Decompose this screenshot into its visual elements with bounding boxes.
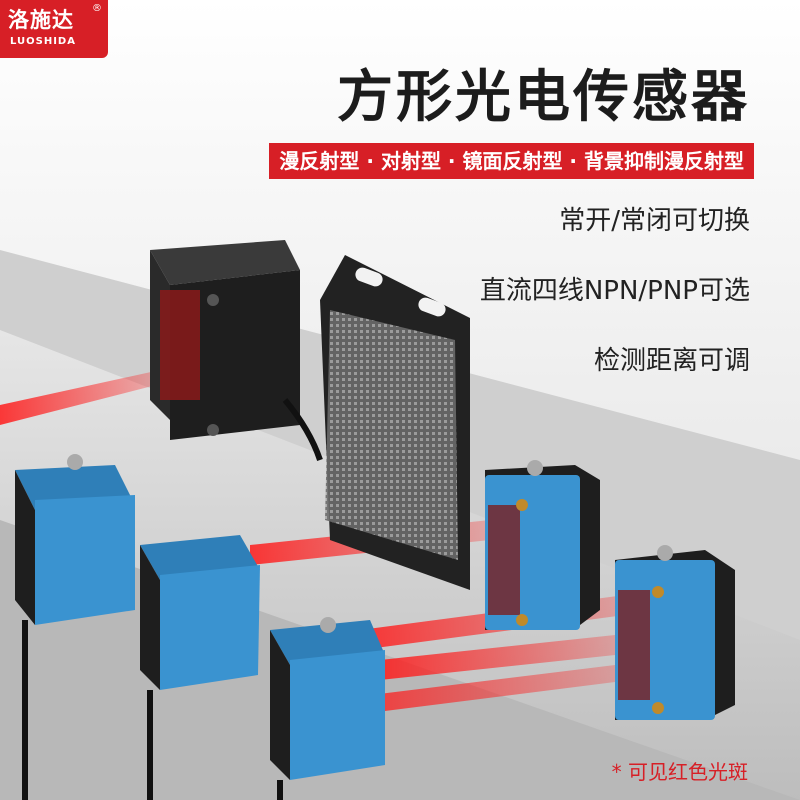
brand-name-cn: 洛施达 — [8, 8, 74, 32]
brand-name-en: LUOSHIDA — [10, 36, 76, 47]
visible-red-spot-note: * 可见红色光斑 — [611, 760, 748, 784]
feature-switchable: 常开/常闭可切换 — [559, 206, 750, 236]
types-banner: 漫反射型 · 对射型 · 镜面反射型 · 背景抑制漫反射型 — [269, 143, 754, 179]
feature-adjustable-distance: 检测距离可调 — [593, 346, 750, 376]
page-title: 方形光电传感器 — [337, 65, 750, 130]
sensor-black-icon — [150, 240, 323, 461]
sensor-blue-icon — [15, 454, 735, 800]
feature-npn-pnp: 直流四线NPN/PNP可选 — [479, 276, 750, 306]
brand-logo: 洛施达 ® LUOSHIDA — [0, 0, 108, 58]
brand-registered-mark: ® — [92, 3, 102, 14]
reflector-plate-icon — [320, 255, 470, 590]
